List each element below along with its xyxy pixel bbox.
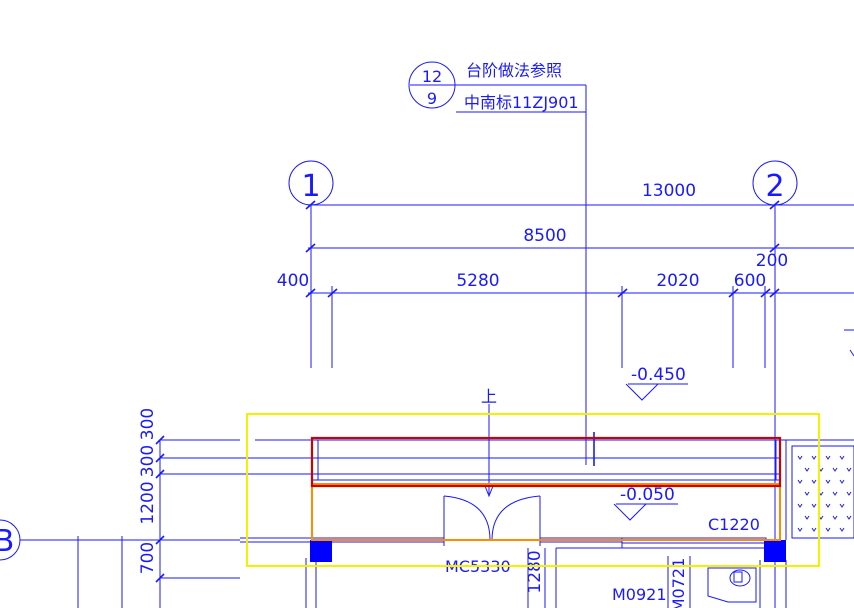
dim-600: 600 [734,271,766,291]
door-label-small: M0921 [612,585,667,604]
level-outer: -0.450 [631,365,686,385]
axis-2-label: 2 [765,169,784,204]
dim-tick [305,243,316,253]
planter-dot [797,527,803,532]
dimension-chain-detail: 400 5280 2020 600 200 [277,251,854,368]
dim-tick [769,243,780,253]
planter-dot [846,515,852,520]
dim-1280-group: 1280 [525,548,545,608]
callout-note-line2: 中南标11ZJ901 [464,93,579,112]
toilet-base [707,567,757,603]
dim-tick [155,469,165,479]
dim-tick [769,288,780,298]
toilet-bowl [729,569,751,587]
dimension-chain-sub: 8500 [305,226,854,253]
highlight-red [310,436,782,488]
dim-13000: 13000 [642,181,696,201]
planter-dot [811,503,817,508]
planter-dot [832,467,838,472]
level-triangle [613,503,647,521]
planter-outline [791,445,854,539]
planter-dot [825,479,831,484]
planter-dot [846,467,852,472]
planter-dot [797,479,803,484]
dim-700: 700 [138,542,158,574]
dim-tick [760,288,771,298]
planter-dot [825,527,831,532]
planter-box [791,445,854,539]
planter-dot [832,491,838,496]
highlight-yellow [246,413,820,567]
planter-dot [797,503,803,508]
planter-dot [825,455,831,460]
entrance-steps [240,439,854,481]
column-right [764,540,786,562]
arrow-head [484,485,494,498]
dim-2020: 2020 [656,271,699,291]
highlight-orange [311,483,781,541]
planter-dot [811,527,817,532]
planter-dot [839,479,845,484]
planter-dot [804,491,810,496]
planter-hatch [797,455,852,532]
planter-dot [797,455,803,460]
column-left [310,540,332,562]
dim-300-upper: 300 [138,408,158,440]
dim-5280: 5280 [456,271,499,291]
dim-tick [155,435,165,445]
dim-200: 200 [756,251,788,271]
axis-1: 1 [288,160,334,368]
toilet-fixture [707,567,757,603]
callout-number-top: 12 [422,67,442,86]
level-marker-inner: -0.050 [613,485,678,521]
planter-dot [839,455,845,460]
planter-dot [832,515,838,520]
dim-tick [155,453,165,463]
stair-up-arrow: 上 [481,387,497,498]
dim-400: 400 [277,271,309,291]
dim-tick [327,288,338,298]
dim-tick [305,288,316,298]
dim-tick [728,288,739,298]
planter-dot [804,467,810,472]
axis-b-label: B [0,524,14,559]
dimension-chain-overall: 13000 [305,181,854,210]
callout-note-line1: 台阶做法参照 [466,61,562,80]
exterior-wall [240,537,787,608]
door-swing-right [491,495,541,541]
dim-1200: 1200 [138,481,158,524]
callout-number-bottom: 9 [427,89,437,108]
level-marker-outer: -0.450 [625,365,688,401]
planter-dot [811,479,817,484]
dim-tick [769,200,780,210]
dimension-chain-vertical: 300 300 1200 700 [138,408,240,608]
dim-tick [305,200,316,210]
grid-lines-left [40,536,160,608]
dim-tick [155,573,165,583]
door-label-small-vertical: M0721 [669,558,688,608]
window-label: C1220 [708,515,760,534]
level-inner: -0.050 [620,485,675,505]
up-label: 上 [481,387,497,406]
planter-dot [811,455,817,460]
level-triangle [625,383,659,401]
detail-callout: 12 9 台阶做法参照 中南标11ZJ901 [408,61,595,466]
dim-8500: 8500 [523,226,566,246]
planter-dot [804,515,810,520]
planter-dot [839,503,845,508]
planter-dot [825,503,831,508]
dim-tick [617,288,628,298]
dim-300-lower: 300 [138,445,158,477]
dim-1280: 1280 [525,550,545,593]
wall-line [849,349,854,357]
planter-dot [839,527,845,532]
planter-dot [846,491,852,496]
door-swing-left [443,495,491,541]
toilet-tank [733,571,743,583]
axis-1-label: 1 [301,169,320,204]
